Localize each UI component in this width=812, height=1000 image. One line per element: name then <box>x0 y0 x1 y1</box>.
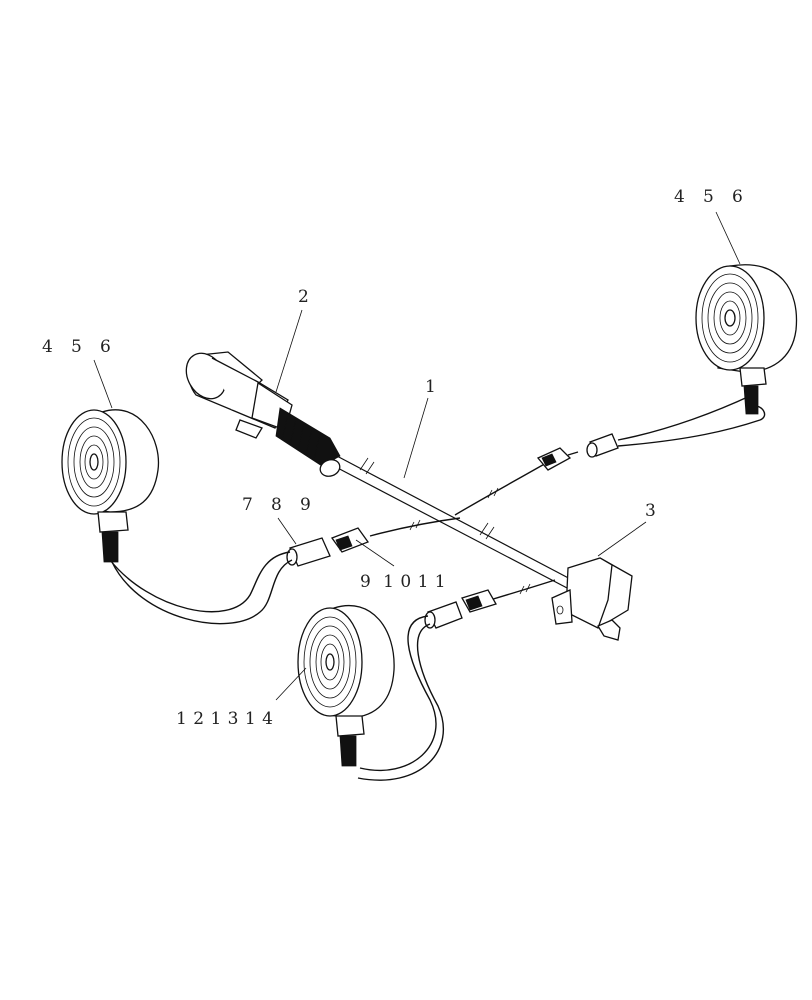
left-branch <box>109 517 461 625</box>
lamp-top-right <box>695 264 798 415</box>
bottom-branch <box>357 579 556 781</box>
top-right-branch <box>454 394 766 516</box>
lamp-bottom <box>297 604 395 767</box>
callout-1: 1 <box>425 377 436 397</box>
trailer-socket <box>551 557 633 641</box>
callout-2: 2 <box>298 287 309 307</box>
callout-lamp-top-right: 4 5 6 <box>674 187 743 207</box>
leader-lines <box>93 211 741 701</box>
callout-lamp-bottom: 1 2 1 3 1 4 <box>176 709 273 729</box>
callout-conn-left: 7 8 9 <box>242 495 311 515</box>
trailer-plug <box>185 351 341 477</box>
callout-3: 3 <box>645 501 656 521</box>
main-cable <box>329 454 596 601</box>
callout-lamp-left: 4 5 6 <box>42 337 111 357</box>
callout-conn-mid: 9 1 0 1 1 <box>360 572 446 592</box>
lamp-left <box>61 409 160 563</box>
